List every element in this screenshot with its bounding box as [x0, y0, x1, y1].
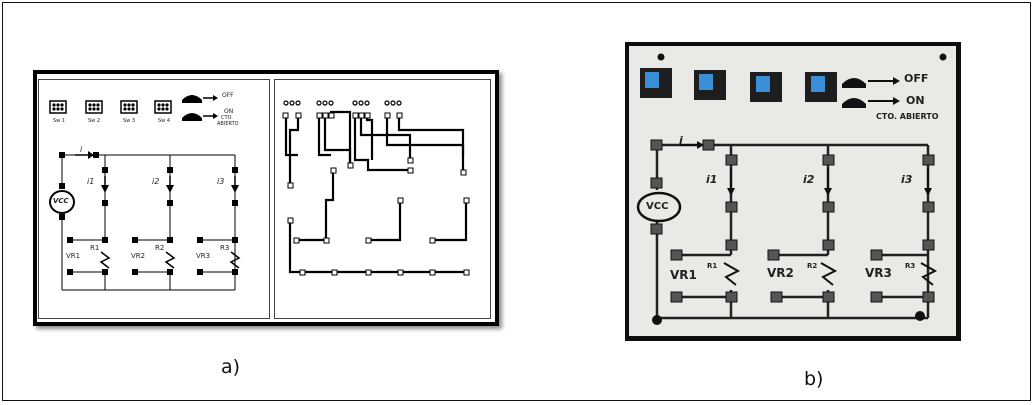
current-label: i2: [152, 177, 160, 186]
switch-3-icon: [120, 100, 138, 114]
pcb-small-pads: [282, 112, 470, 276]
resistor-label: R1: [90, 244, 100, 252]
photo-legend-icons: [842, 77, 900, 108]
legend-open-label: CTO.: [221, 115, 233, 121]
circuit-nodes: [59, 152, 238, 275]
switch-2-icon: [85, 100, 103, 114]
photo-legend-off-label: OFF: [904, 72, 929, 85]
switch-1-icon: [49, 100, 67, 114]
vcc-label: VCC: [53, 197, 69, 205]
legend-button-off-icon: [182, 95, 218, 103]
schematic-circuit: [38, 79, 270, 319]
photo-resistor-label: R3: [905, 262, 916, 270]
photo-pot-label: VR2: [767, 266, 794, 280]
pcb-traces: [284, 110, 468, 274]
circuit-wires: [61, 154, 236, 291]
switch-row: [49, 100, 172, 114]
switch-label: Sw 3: [123, 118, 136, 124]
photo-current-label: i: [679, 134, 683, 147]
caption-b: b): [804, 368, 824, 390]
photo-pot-label: VR3: [865, 266, 892, 280]
push-button-1-icon: [640, 68, 672, 98]
photo-board: [629, 46, 956, 336]
pot-label: VR2: [131, 252, 146, 260]
pcb-layout: [274, 79, 491, 319]
legend-off-label: OFF: [222, 92, 234, 99]
resistor-zigzags: [99, 251, 241, 269]
legend-open-label: ABIERTO: [217, 121, 239, 127]
photo-terminals: [650, 139, 935, 303]
photo-legend-open-label: CTO. ABIERTO: [876, 112, 939, 121]
push-button-4-icon: [805, 72, 837, 102]
photo-resistor-label: R1: [707, 262, 718, 270]
photo-pot-label: VR1: [670, 268, 697, 282]
current-label: i: [80, 145, 83, 154]
current-label: i3: [217, 177, 225, 186]
photo-current-label: i3: [901, 173, 913, 186]
pot-label: VR1: [66, 252, 81, 260]
switch-label: Sw 2: [88, 118, 101, 124]
caption-a: a): [221, 356, 241, 378]
terminal-dot-icon: [652, 315, 662, 325]
push-buttons: [640, 68, 837, 102]
schematic-panel: [33, 70, 499, 326]
photo-current-label: i1: [706, 173, 718, 186]
legend-on-label: ON: [224, 108, 234, 115]
photo-resistor-label: R2: [807, 262, 818, 270]
photo-resistors: [723, 262, 938, 286]
terminal-dot-icon: [915, 311, 925, 321]
vcc-source-icon: [49, 190, 75, 214]
switch-4-icon: [154, 100, 172, 114]
switch-label: Sw 1: [53, 118, 66, 124]
current-arrows: [75, 151, 239, 193]
mount-hole-icon: [939, 53, 947, 61]
pcb-pads: [283, 100, 402, 106]
figure-frame: [2, 2, 1031, 401]
photo-arrows: [680, 141, 932, 196]
push-button-3-icon: [750, 72, 782, 102]
mount-hole-icon: [657, 53, 665, 61]
pot-label: VR3: [196, 252, 211, 260]
current-label: i1: [87, 177, 95, 186]
push-button-2-icon: [694, 70, 726, 100]
photo-vcc-icon: [636, 191, 682, 223]
switch-label: Sw 4: [158, 118, 171, 124]
legend-button-on-icon: [182, 113, 218, 121]
resistor-label: R3: [220, 244, 230, 252]
photo-legend-on-label: ON: [906, 94, 925, 107]
photo-current-label: i2: [803, 173, 815, 186]
resistor-label: R2: [155, 244, 165, 252]
photo-vcc-label: VCC: [646, 201, 669, 212]
